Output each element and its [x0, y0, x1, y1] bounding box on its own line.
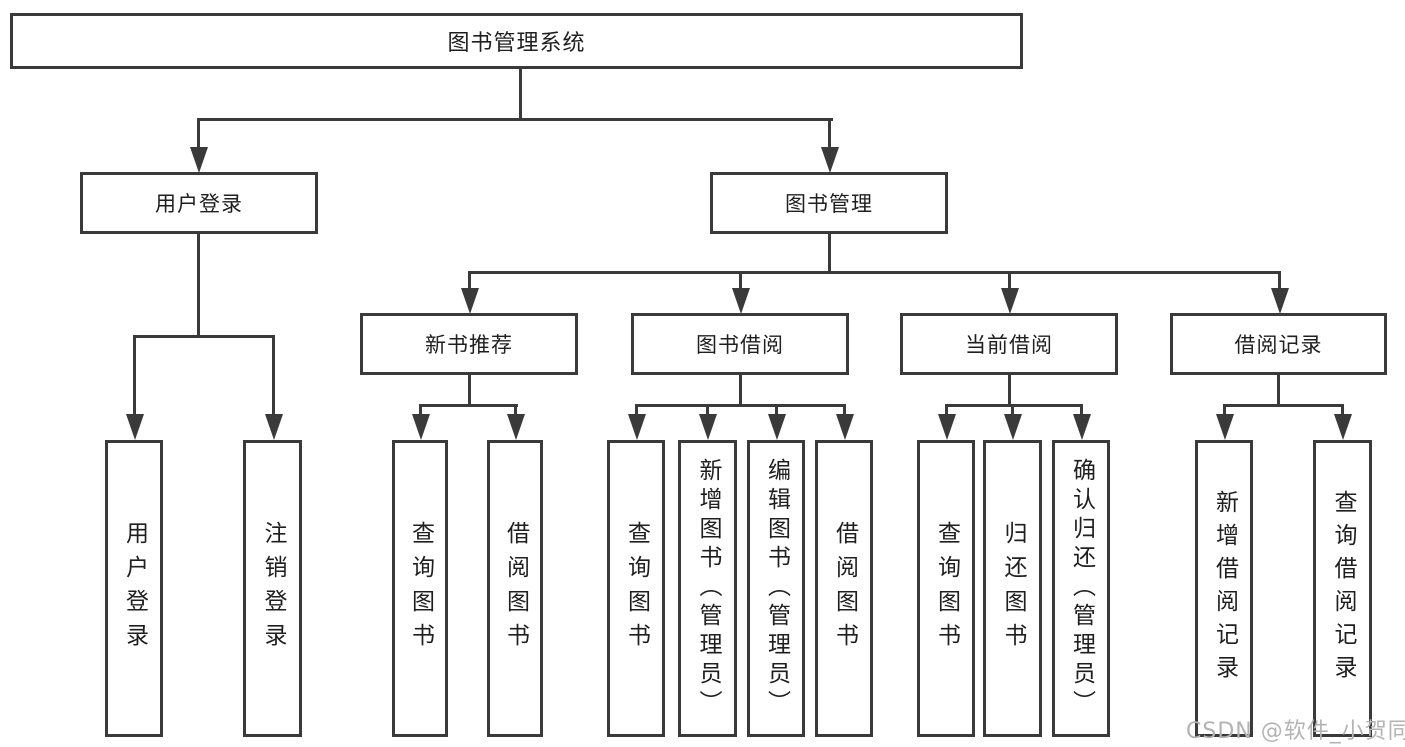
- connector-line: [272, 335, 275, 417]
- leaf-label: 借阅图书: [831, 520, 858, 657]
- connector-line: [197, 118, 833, 121]
- connector-line: [514, 404, 517, 418]
- connector-line: [197, 118, 200, 150]
- node-label: 图书管理: [785, 192, 873, 216]
- leaf-edit-books-admin: 编辑图书（管理员）: [747, 440, 805, 737]
- leaf-query-books-recommend: 查询图书: [392, 440, 448, 737]
- node-label: 新书推荐: [425, 333, 513, 357]
- leaf-query-borrow-record: 查询借阅记录: [1313, 440, 1372, 737]
- leaf-borrow-books-borrowing: 借阅图书: [815, 440, 873, 737]
- arrowhead-icon: [699, 414, 717, 440]
- arrowhead-icon: [768, 414, 786, 440]
- connector-line: [1011, 404, 1014, 418]
- connector-line: [1080, 404, 1083, 418]
- leaf-label: 借阅图书: [502, 520, 529, 657]
- leaf-borrow-books-recommend: 借阅图书: [487, 440, 543, 737]
- arrowhead-icon: [1001, 288, 1019, 314]
- leaf-label: 注销登录: [260, 520, 286, 657]
- leaf-return-books: 归还图书: [983, 440, 1042, 737]
- arrowhead-icon: [836, 414, 854, 440]
- node-book-borrowing: 图书借阅: [631, 313, 849, 375]
- arrowhead-icon: [1334, 414, 1352, 440]
- leaf-confirm-return-admin: 确认归还（管理员）: [1052, 440, 1110, 737]
- leaf-label: 编辑图书（管理员）: [763, 458, 790, 719]
- connector-line: [706, 404, 709, 418]
- leaf-label: 查询图书: [623, 520, 650, 657]
- leaf-query-books-current: 查询图书: [917, 440, 975, 737]
- connector-line: [1223, 404, 1226, 418]
- connector-line: [635, 404, 846, 407]
- leaf-logout: 注销登录: [243, 440, 302, 737]
- leaf-label: 新增借阅记录: [1211, 489, 1238, 688]
- connector-line: [468, 373, 471, 407]
- leaf-add-books-admin: 新增图书（管理员）: [678, 440, 737, 737]
- arrowhead-icon: [461, 288, 479, 314]
- connector-line: [419, 404, 518, 407]
- node-label: 用户登录: [155, 192, 243, 216]
- arrowhead-icon: [628, 414, 646, 440]
- connector-line: [197, 231, 200, 338]
- node-label: 借阅记录: [1234, 333, 1323, 357]
- node-library-management-system: 图书管理系统: [10, 13, 1023, 69]
- leaf-label: 确认归还（管理员）: [1068, 458, 1095, 719]
- connector-line: [1223, 404, 1344, 407]
- arrowhead-icon: [821, 147, 839, 173]
- connector-line: [1008, 373, 1011, 407]
- arrowhead-icon: [126, 414, 144, 440]
- connector-line: [945, 404, 948, 418]
- leaf-add-borrow-record: 新增借阅记录: [1195, 440, 1253, 737]
- connector-line: [1277, 373, 1280, 407]
- node-label: 图书借阅: [696, 333, 784, 357]
- arrowhead-icon: [507, 414, 525, 440]
- arrowhead-icon: [190, 147, 208, 173]
- connector-line: [468, 271, 471, 289]
- leaf-label: 查询借阅记录: [1330, 489, 1356, 688]
- connector-line: [828, 118, 831, 150]
- connector-line: [775, 404, 778, 418]
- node-new-book-recommendation: 新书推荐: [360, 313, 578, 375]
- connector-line: [828, 231, 831, 274]
- arrowhead-icon: [265, 414, 283, 440]
- connector-line: [739, 373, 742, 407]
- connector-line: [419, 404, 422, 418]
- leaf-label: 查询图书: [407, 520, 434, 657]
- csdn-watermark: CSDN @软件_小贺同学: [1186, 719, 1405, 744]
- leaf-user-login: 用户登录: [105, 440, 163, 737]
- arrowhead-icon: [1216, 414, 1234, 440]
- arrowhead-icon: [1073, 414, 1091, 440]
- connector-line: [1278, 271, 1281, 289]
- connector-line: [635, 404, 638, 418]
- node-borrowing-records: 借阅记录: [1170, 313, 1387, 375]
- leaf-label: 归还图书: [1000, 520, 1026, 657]
- leaf-label: 新增图书（管理员）: [695, 458, 721, 719]
- arrowhead-icon: [732, 288, 750, 314]
- leaf-query-books-borrowing: 查询图书: [607, 440, 665, 737]
- leaf-label: 查询图书: [933, 520, 960, 657]
- node-user-login: 用户登录: [80, 172, 318, 234]
- connector-line: [468, 271, 1281, 274]
- arrowhead-icon: [1271, 288, 1289, 314]
- connector-line: [843, 404, 846, 418]
- node-label: 图书管理系统: [447, 31, 586, 56]
- connector-line: [739, 271, 742, 289]
- arrowhead-icon: [938, 414, 956, 440]
- node-label: 当前借阅: [965, 333, 1053, 357]
- leaf-label: 用户登录: [121, 520, 148, 657]
- connector-line: [1008, 271, 1011, 289]
- connector-line: [519, 67, 522, 121]
- connector-line: [133, 335, 136, 417]
- connector-line: [945, 404, 1083, 407]
- connector-line: [1341, 404, 1344, 418]
- node-current-borrowing: 当前借阅: [900, 313, 1118, 375]
- arrowhead-icon: [412, 414, 430, 440]
- node-book-management: 图书管理: [710, 172, 948, 234]
- arrowhead-icon: [1004, 414, 1022, 440]
- connector-line: [133, 335, 275, 338]
